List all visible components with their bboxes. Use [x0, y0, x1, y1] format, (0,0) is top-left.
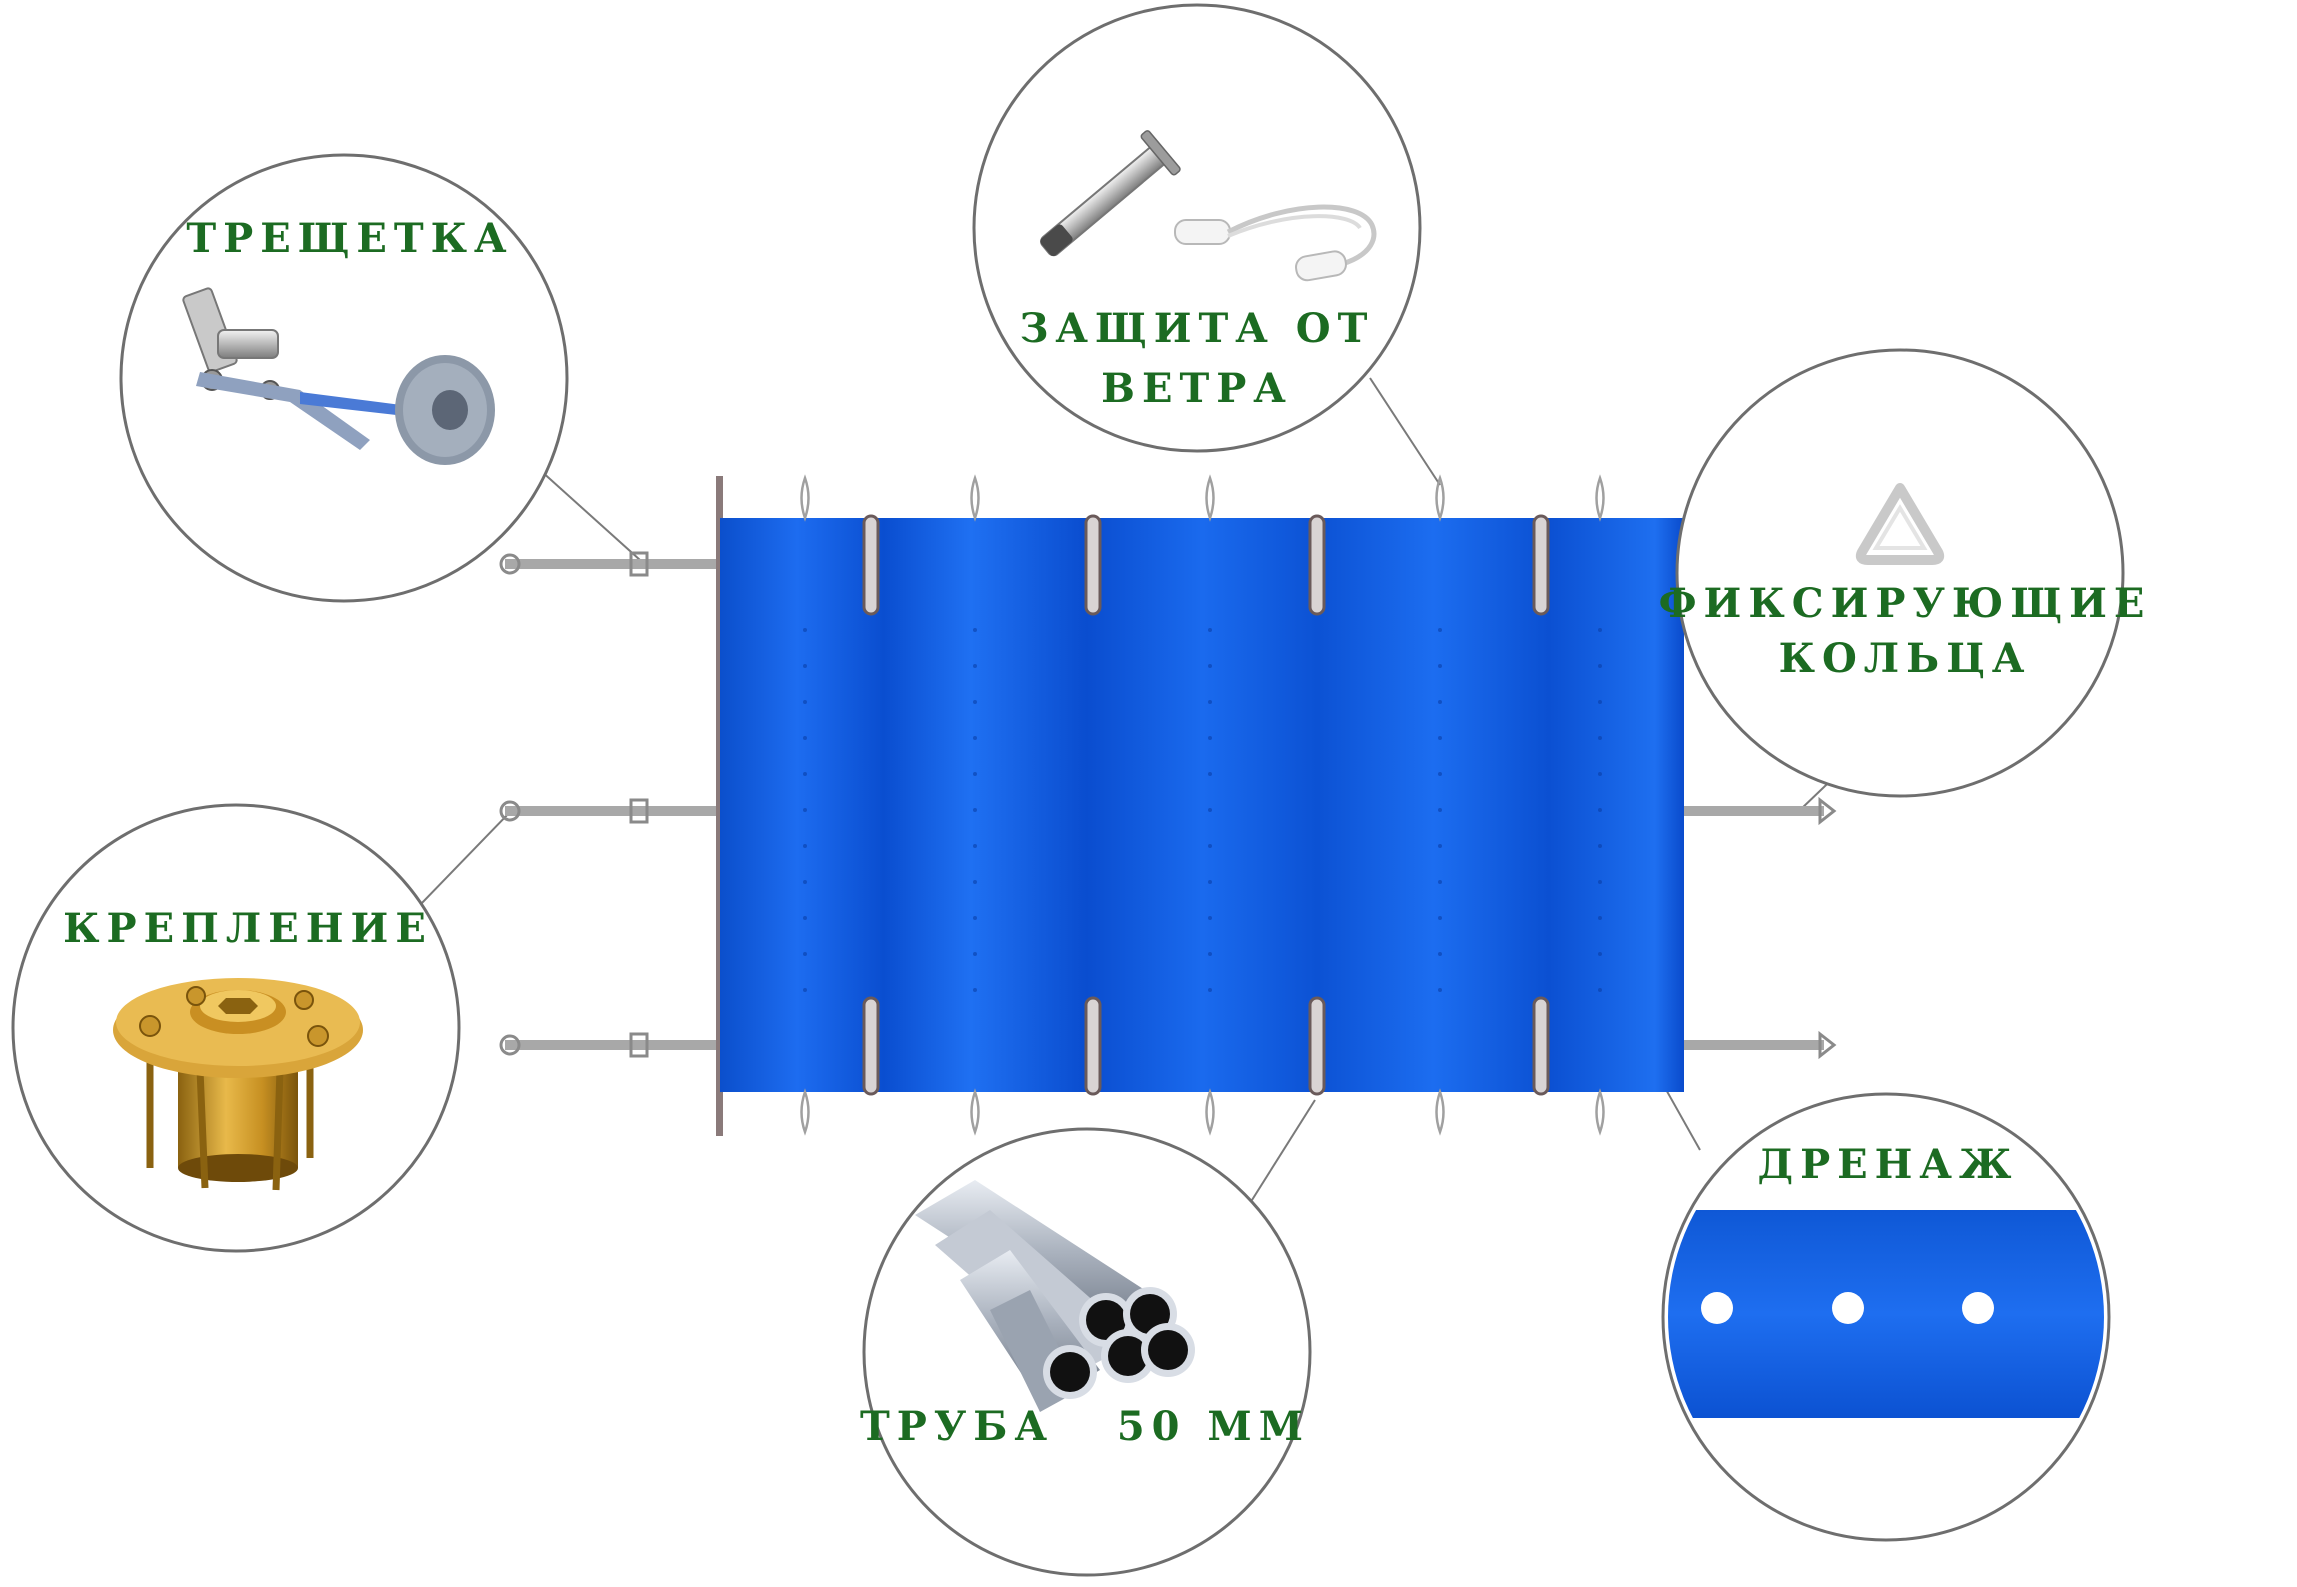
leader-ratchet: [539, 469, 641, 561]
drain-dot: [973, 772, 977, 776]
drain-dot: [1598, 880, 1602, 884]
drain-dot: [973, 916, 977, 920]
drain-dot: [1438, 844, 1442, 848]
strap-right-middle: [1684, 796, 1837, 826]
callout-drain: ДРЕНАЖ: [1661, 1092, 2111, 1542]
callout-anchor: КРЕПЛЕНИЕ: [11, 803, 461, 1253]
drain-dot: [1598, 988, 1602, 992]
drain-dot: [973, 664, 977, 668]
wind-label-line1: ЗАЩИТА ОТ: [1020, 305, 1375, 352]
brass-anchor-icon: [113, 978, 363, 1191]
drain-dot: [1208, 772, 1212, 776]
drain-dot: [803, 664, 807, 668]
drain-dot: [1438, 952, 1442, 956]
callout-ratchet: ТРЕЩЕТКА: [119, 153, 569, 603]
drain-dot: [1598, 772, 1602, 776]
drain-dot: [1208, 952, 1212, 956]
strap-left-middle: [499, 798, 720, 824]
drain-dot: [1208, 916, 1212, 920]
callout-wind: ЗАЩИТА ОТ ВЕТРА: [972, 3, 1422, 453]
drain-dot: [1208, 880, 1212, 884]
drain-dot: [1438, 916, 1442, 920]
drain-dot: [973, 988, 977, 992]
strap-right-bottom: [1684, 1030, 1837, 1060]
drain-dot: [1598, 664, 1602, 668]
drain-label: ДРЕНАЖ: [1758, 1141, 2019, 1188]
drain-dot: [803, 952, 807, 956]
drain-dot: [1598, 844, 1602, 848]
pool-cover: [716, 474, 1684, 1136]
drain-dot: [1438, 880, 1442, 884]
pipe-label: ТРУБА 50 ММ: [860, 1403, 1310, 1450]
bottom-pipe-slots: [862, 996, 1550, 1096]
drain-dot: [1598, 700, 1602, 704]
ratchet-label: ТРЕЩЕТКА: [186, 215, 513, 262]
fixing-ring-icon: [1855, 483, 1945, 565]
drain-dot: [1208, 844, 1212, 848]
drain-dot: [1438, 664, 1442, 668]
drain-dot: [1438, 736, 1442, 740]
rings-label-line1: ФИКСИРУЮЩИЕ: [1659, 580, 2152, 627]
drain-dot: [1208, 628, 1212, 632]
top-loops: [800, 474, 1605, 522]
callout-pipe: ТРУБА 50 ММ: [860, 1127, 1312, 1577]
leader-anchor: [419, 811, 511, 906]
wind-label-line2: ВЕТРА: [1101, 365, 1293, 412]
drain-dot: [1208, 664, 1212, 668]
drain-dot: [973, 808, 977, 812]
drain-dot: [803, 772, 807, 776]
wind-protection-kit-icon: [1040, 130, 1377, 282]
rings-label-line2: КОЛЬЦА: [1779, 635, 2032, 682]
drain-dot: [1598, 808, 1602, 812]
drain-dot: [1208, 736, 1212, 740]
drain-dot: [1208, 808, 1212, 812]
drain-dot: [973, 628, 977, 632]
bottom-loops: [800, 1088, 1605, 1136]
drainage-holes-icon: [1668, 1210, 2104, 1418]
drain-dot: [1438, 700, 1442, 704]
drain-dot: [973, 844, 977, 848]
drain-dot: [803, 916, 807, 920]
drain-dot: [1598, 952, 1602, 956]
strap-left-bottom: [499, 1032, 720, 1058]
left-straps: [499, 551, 720, 1058]
drain-dot: [1598, 916, 1602, 920]
anchor-label: КРЕПЛЕНИЕ: [63, 905, 433, 952]
drain-dot: [973, 700, 977, 704]
drain-dot: [1438, 988, 1442, 992]
drain-dot: [973, 952, 977, 956]
drain-dot: [1438, 808, 1442, 812]
leader-pipe: [1251, 1099, 1316, 1201]
top-pipe-slots: [862, 514, 1550, 616]
drain-dot: [1438, 628, 1442, 632]
leader-wind: [1369, 377, 1441, 486]
drain-dot: [973, 736, 977, 740]
drain-dot: [1438, 772, 1442, 776]
strap-left-top: [499, 551, 720, 577]
drain-dot: [803, 736, 807, 740]
cover-panel: [720, 518, 1684, 1092]
callout-rings: ФИКСИРУЮЩИЕ КОЛЬЦА: [1659, 348, 2152, 798]
drain-dot: [803, 880, 807, 884]
drain-dot: [803, 808, 807, 812]
aluminum-pipes-icon: [915, 1180, 1195, 1412]
cover-left-pipe: [716, 476, 723, 1136]
drain-dot: [803, 844, 807, 848]
drain-dot: [803, 988, 807, 992]
drain-dot: [1208, 700, 1212, 704]
drain-dot: [803, 628, 807, 632]
drain-dot: [1598, 736, 1602, 740]
drain-dot: [1208, 988, 1212, 992]
drain-dot: [973, 880, 977, 884]
drain-dot: [1598, 628, 1602, 632]
drain-dot: [803, 700, 807, 704]
drain-dot-columns: [803, 628, 1602, 992]
ratchet-strap-icon: [182, 287, 495, 465]
